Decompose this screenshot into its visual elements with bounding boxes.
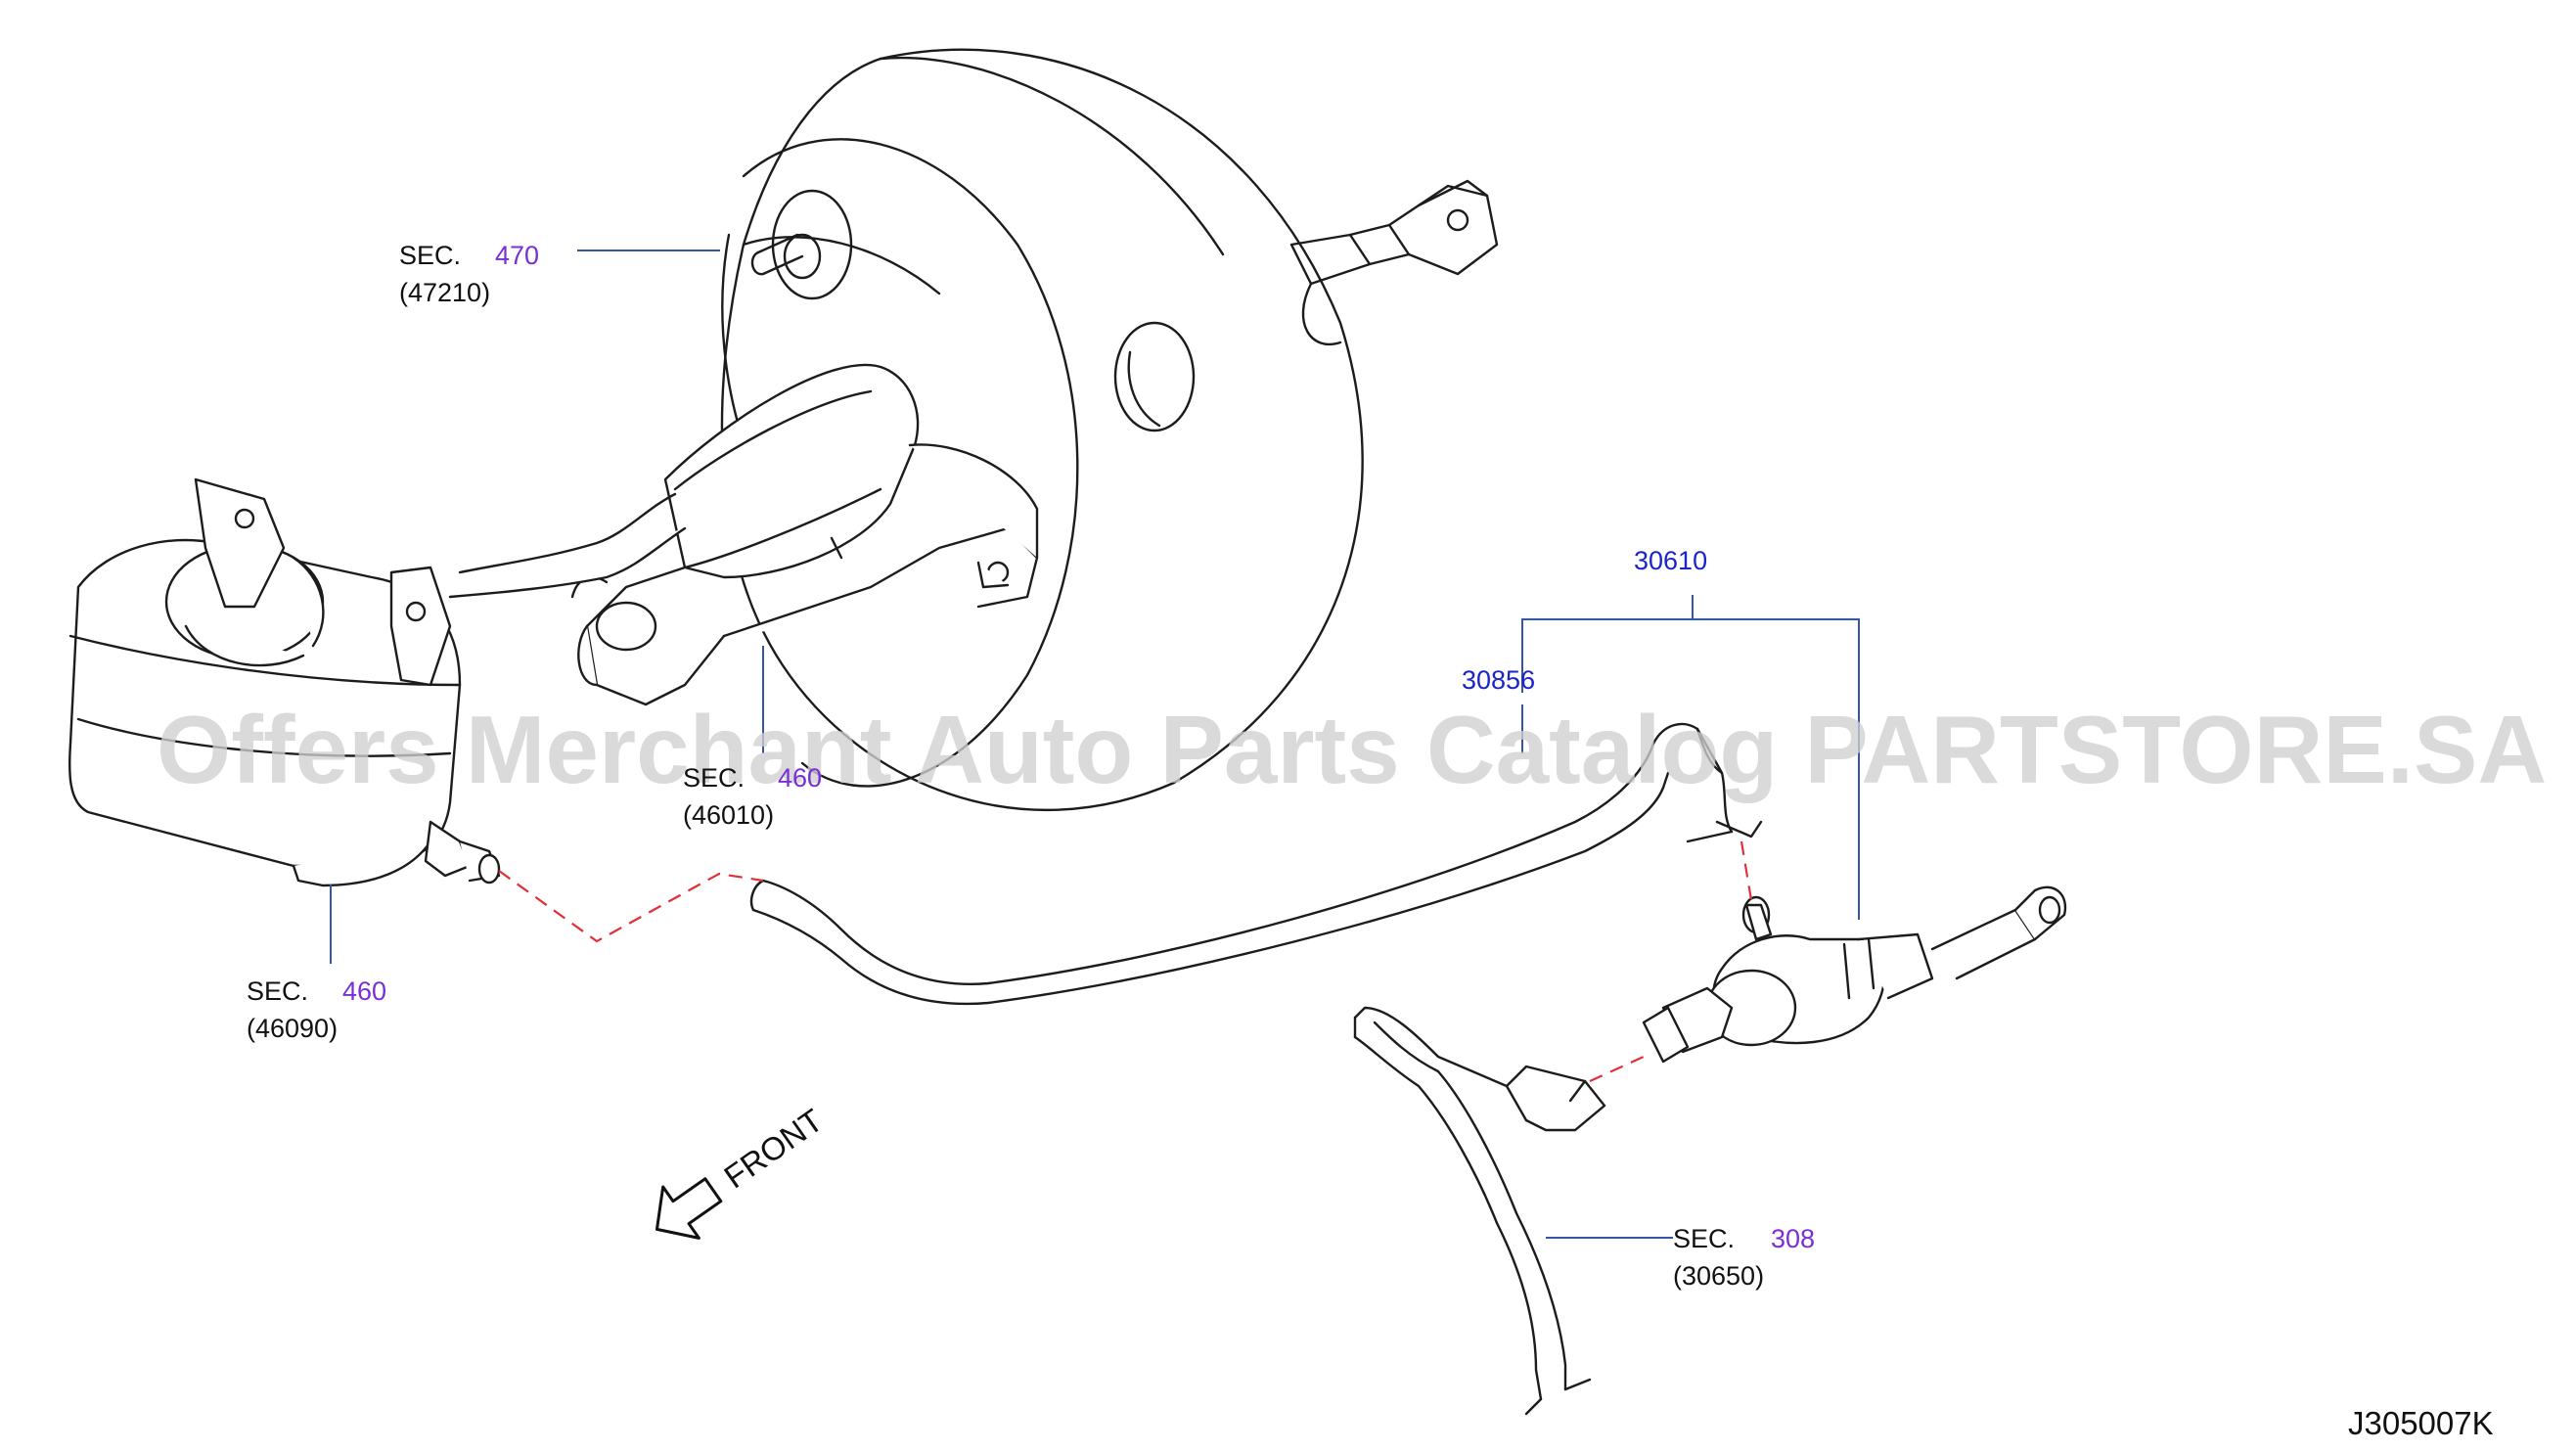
sec-prefix-label: SEC. [1673, 1224, 1735, 1253]
front-label: FRONT [717, 1102, 829, 1195]
sec-prefix-label: SEC. [399, 241, 461, 270]
label-reservoir: SEC. 460 (46090) [247, 976, 386, 1043]
label-master-cylinder: SEC. 460 (46010) [683, 763, 822, 830]
reservoir-sec-link[interactable]: 460 [342, 976, 386, 1006]
master-cyl-part-number: (46010) [683, 800, 774, 830]
booster-part-number: (47210) [399, 278, 490, 307]
sec-prefix-label: SEC. [683, 763, 745, 793]
leader-lines [330, 250, 1860, 1239]
front-arrow-icon [655, 1177, 723, 1240]
master-cyl-sec-link[interactable]: 460 [778, 763, 822, 793]
sec-prefix-label: SEC. [247, 976, 308, 1006]
reservoir-part-number: (46090) [247, 1014, 338, 1043]
hose-part-number-link[interactable]: 30856 [1462, 665, 1535, 695]
watermark-text: Offers Merchant Auto Parts Catalog PARTS… [157, 696, 2547, 803]
label-booster: SEC. 470 (47210) [399, 241, 539, 307]
booster-sec-link[interactable]: 470 [495, 241, 539, 270]
assembly-part-number-link[interactable]: 30610 [1634, 546, 1707, 575]
clutch-hose[interactable] [749, 722, 1763, 1006]
clutch-pipe[interactable] [1353, 1006, 1606, 1416]
dashed-connections [498, 840, 1753, 1083]
clutch-pipe-sec-link[interactable]: 308 [1771, 1224, 1815, 1253]
clutch-master-cylinder[interactable] [1642, 885, 2067, 1064]
clutch-pipe-part-number: (30650) [1673, 1261, 1764, 1291]
diagram-code: J305007K [2348, 1405, 2494, 1441]
reservoir-tank[interactable] [68, 477, 687, 887]
brake-master-cylinder[interactable] [570, 363, 1039, 706]
label-clutch-pipe: SEC. 308 (30650) [1673, 1224, 1815, 1291]
front-direction-indicator: FRONT [655, 1102, 830, 1240]
brake-booster[interactable] [720, 48, 1499, 811]
